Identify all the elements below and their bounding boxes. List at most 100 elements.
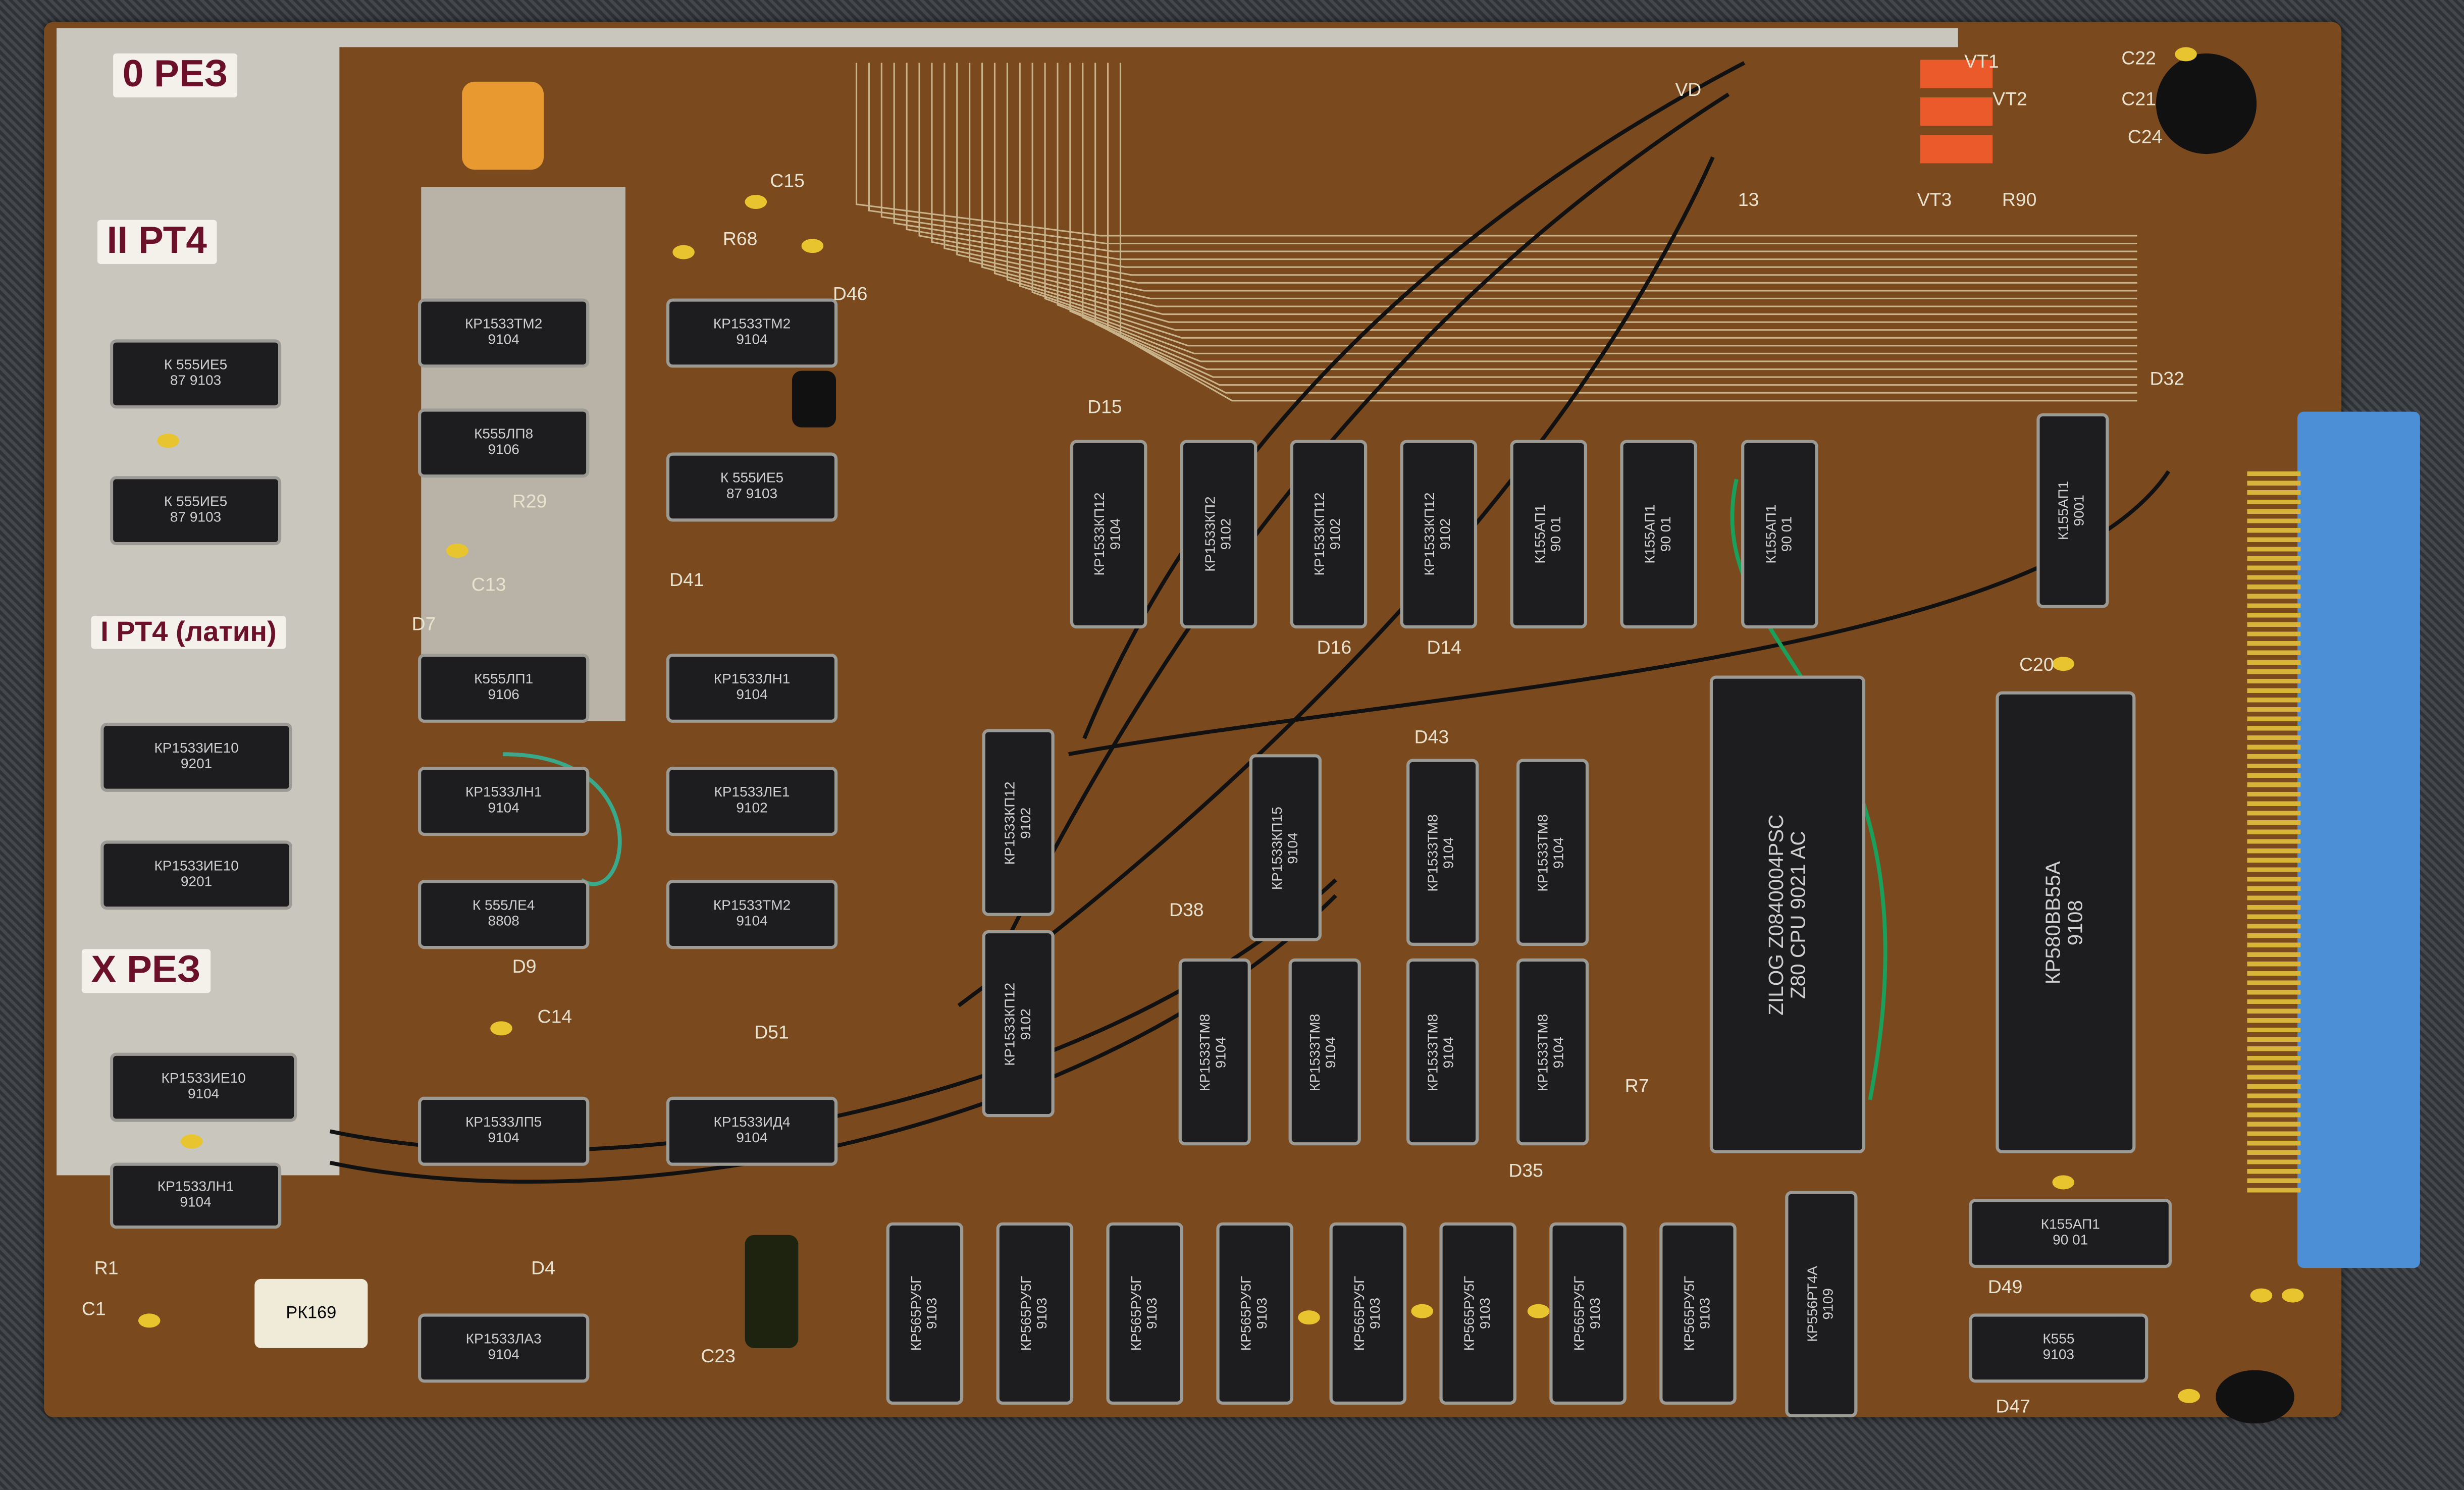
chip-marking: 9104 (180, 1194, 212, 1210)
chip-marking: 9102 (1217, 518, 1233, 550)
chip-marking: 9104 (488, 1130, 519, 1146)
silkscreen-label: D51 (754, 1021, 789, 1043)
label-sticker: I РТ4 (латин) (91, 616, 286, 649)
ceramic-capacitor (157, 434, 179, 448)
ceramic-capacitor (2175, 47, 2197, 62)
film-capacitor (462, 81, 544, 170)
ceramic-capacitor (2178, 1389, 2200, 1403)
chip-marking: КР565РУ5Г (1570, 1276, 1587, 1351)
pcb-trace (1069, 63, 2137, 370)
pcb-trace (1119, 63, 2137, 402)
chip-marking: 9108 (2064, 899, 2088, 945)
silkscreen-label: D4 (531, 1257, 555, 1279)
chip-marking: 9104 (736, 1130, 768, 1146)
silkscreen-label: D32 (2150, 367, 2184, 390)
chip-marking: 9104 (1284, 832, 1300, 864)
chip-marking: 9103 (923, 1298, 939, 1329)
label-sticker: II РТ4 (97, 220, 217, 264)
silkscreen-label: D9 (512, 955, 537, 978)
pcb-trace (931, 63, 2137, 284)
transistors (1920, 60, 1993, 170)
chip-marking: 9104 (1441, 836, 1457, 868)
ceramic-capacitor (745, 194, 767, 209)
pcb-trace (1044, 63, 2137, 354)
label-sticker: 0 РЕЗ (113, 53, 238, 97)
pcb-trace (906, 63, 2137, 268)
chip-marking: КР1533ИЕ10 (161, 1070, 246, 1086)
chip-marking: ZILOG Z0840004PSC (1763, 814, 1787, 1015)
chip-marking: 9103 (1586, 1298, 1602, 1329)
ceramic-capacitor (801, 239, 824, 253)
chip-marking: КР1533КП12 (1001, 982, 1017, 1066)
silkscreen-label: C24 (2127, 126, 2163, 148)
chip-marking: КР1533КП2 (1201, 496, 1218, 572)
pcb-trace (1057, 63, 2137, 362)
relay: РК169 (254, 1279, 368, 1348)
chip-marking: 9103 (2042, 1346, 2075, 1362)
silkscreen-label: R90 (2002, 188, 2037, 211)
chip-marking: КР565РУ5Г (1460, 1276, 1477, 1351)
electrolytic-capacitor (792, 370, 836, 428)
chip-marking: КР1533КП12 (1001, 781, 1017, 865)
silkscreen-label: C20 (2019, 653, 2054, 676)
silkscreen-label: C15 (770, 170, 805, 192)
chip-marking: 90 01 (1778, 516, 1794, 552)
silkscreen-label: D47 (1996, 1395, 2030, 1417)
silkscreen-label: D46 (832, 283, 868, 305)
ceramic-capacitor (2052, 657, 2075, 671)
chip-marking: 9103 (1253, 1298, 1269, 1329)
chip-marking: К155АП1 (2055, 481, 2072, 541)
chip-marking: КР1533КП12 (1312, 492, 1328, 576)
silkscreen-label: C22 (2121, 47, 2156, 69)
edge-connector (2297, 411, 2420, 1268)
silkscreen-label: 13 (1738, 188, 1759, 211)
silkscreen-label: D41 (669, 568, 704, 591)
pcb-trace (956, 63, 2137, 300)
silkscreen-label: D7 (411, 613, 436, 635)
chip-marking: 9104 (1551, 1036, 1567, 1068)
pcb-trace (855, 63, 2137, 237)
chip-marking: КР1533КП12 (1421, 492, 1438, 576)
chip-marking: 9104 (1107, 518, 1123, 550)
silkscreen-label: C23 (701, 1345, 736, 1367)
chip-marking: К155АП1 (1762, 504, 1778, 564)
silkscreen-label: VT1 (1964, 50, 1999, 73)
chip-marking: К 555ИЕ5 (720, 470, 784, 486)
chip-marking: КР1533ТМ2 (464, 316, 543, 332)
chip-marking: К555ЛП8 (474, 425, 534, 442)
electrolytic-capacitor (2216, 1370, 2294, 1424)
ceramic-capacitor (180, 1134, 203, 1149)
chip-marking: КР565РУ5Г (1350, 1276, 1367, 1351)
chip-marking: 90 01 (1657, 516, 1673, 552)
pcb-trace (1107, 63, 2137, 394)
label-sticker: X РЕЗ (81, 949, 211, 993)
silkscreen-label: C14 (537, 1005, 572, 1028)
silkscreen-label: D14 (1427, 636, 1462, 659)
chip-marking: 9104 (1441, 1036, 1457, 1068)
chip-marking: Z80 CPU 9021 AC (1786, 830, 1810, 999)
